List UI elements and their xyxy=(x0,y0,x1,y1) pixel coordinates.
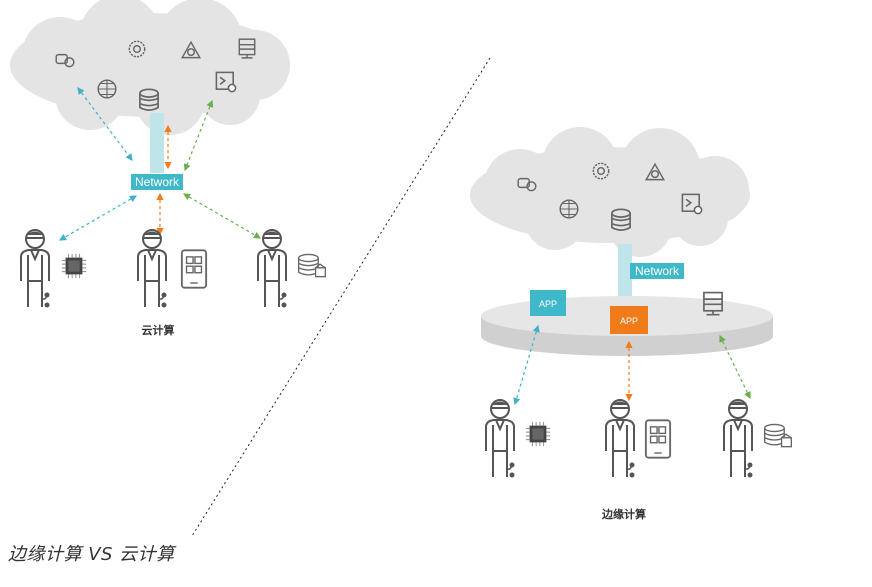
chip-icon xyxy=(525,421,551,447)
edge-computing-diagram: Network APP APP 边缘计算 xyxy=(470,127,793,521)
network-label: Network xyxy=(635,264,680,278)
person-icon xyxy=(19,228,51,309)
network-box xyxy=(131,174,183,190)
globe-icon xyxy=(559,199,579,219)
app-label: APP xyxy=(620,316,638,326)
divider-line xyxy=(191,57,491,537)
app-label: APP xyxy=(539,299,557,309)
person-icon xyxy=(604,398,636,479)
tablet-icon xyxy=(180,249,208,289)
footer-title: 边缘计算 VS 云计算 xyxy=(8,544,175,565)
server-icon xyxy=(702,291,724,316)
storage-icon xyxy=(763,423,793,448)
person-icon xyxy=(484,398,516,479)
chip-icon xyxy=(61,253,87,279)
person-icon xyxy=(256,228,288,309)
person-icon xyxy=(722,398,754,479)
network-pipe xyxy=(618,244,632,300)
storage-icon xyxy=(297,253,327,278)
cloud-computing-caption: 云计算 xyxy=(142,323,175,337)
person-icon xyxy=(136,228,168,309)
network-pipe xyxy=(150,113,164,173)
tablet-icon xyxy=(644,419,672,459)
edge-computing-caption: 边缘计算 xyxy=(601,507,646,521)
cloud-computing-diagram: Network 云计算 xyxy=(10,0,327,337)
app-box xyxy=(610,306,648,334)
cloud-shape xyxy=(470,127,750,257)
app-box xyxy=(530,290,566,316)
network-label: Network xyxy=(135,175,180,189)
edge-arrows xyxy=(513,324,751,406)
network-box xyxy=(630,263,684,279)
cloud-arrows xyxy=(58,87,262,241)
globe-icon xyxy=(97,79,117,99)
